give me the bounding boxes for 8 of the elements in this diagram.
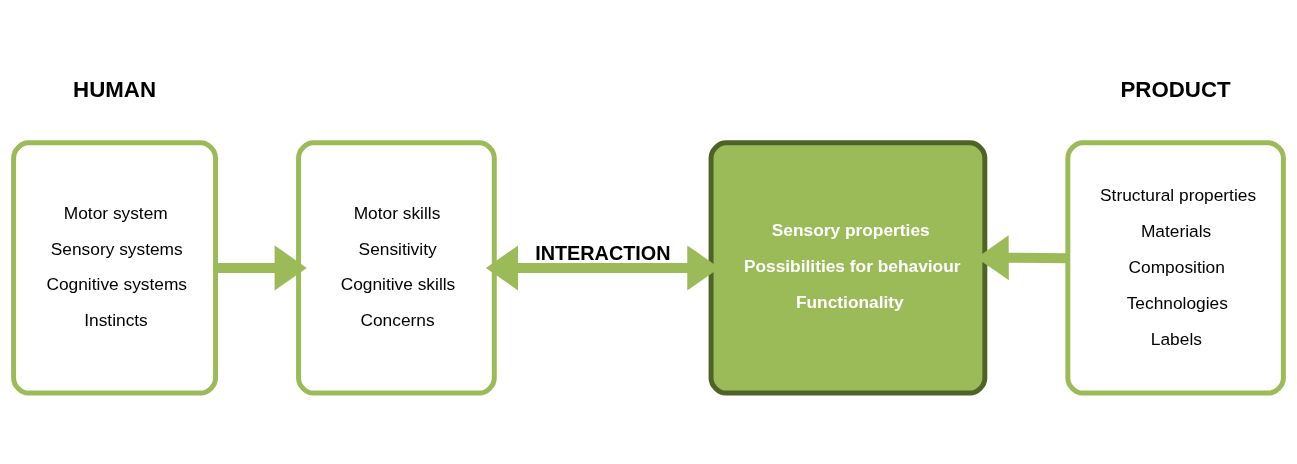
node-box: Motor skills Sensitivity Cognitive skills Concerns [296,140,497,396]
edge-label: INTERACTION [535,242,671,265]
node-box: Motor system Sensory systems Cognitive systems Instincts [11,140,218,396]
arrow [215,245,307,291]
label: PRODUCT [1120,77,1231,103]
node-box: Structural properties Materials Composition Technologies Labels [1065,140,1286,396]
node-box: Sensory properties Possibilities for behaviour Functionality [708,140,988,396]
label: HUMAN [73,77,157,103]
